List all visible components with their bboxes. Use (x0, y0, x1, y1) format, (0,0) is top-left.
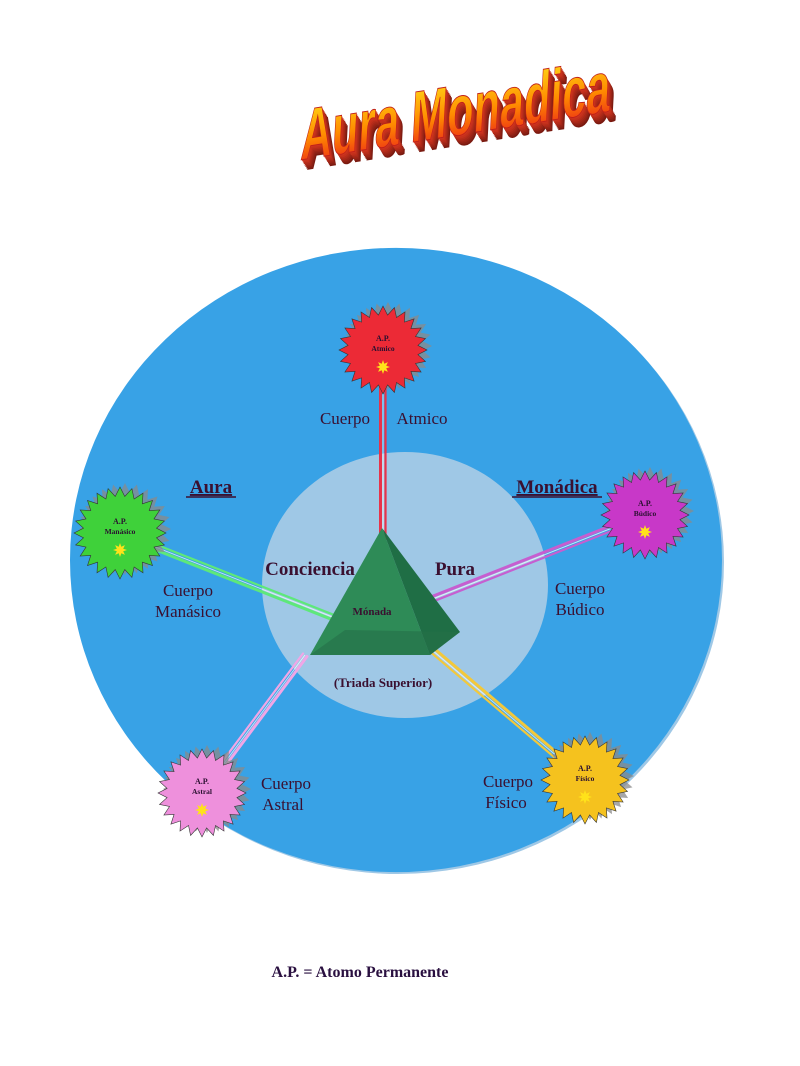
atom-name-manasico: Manásico (105, 527, 136, 536)
atom-core-fisico (578, 790, 592, 804)
svg-text:Cuerpo: Cuerpo (163, 581, 213, 600)
svg-text:Físico: Físico (485, 793, 527, 812)
atom-core-atmico (376, 360, 390, 374)
svg-text:Atmico: Atmico (397, 409, 448, 428)
svg-text:Cuerpo: Cuerpo (320, 409, 370, 428)
body-label-manasico: Cuerpo Manásico (155, 581, 221, 621)
atom-name-budico: Búdico (634, 509, 657, 518)
atom-name-astral: Astral (192, 787, 212, 796)
monada-pyramid: Mónada (310, 528, 460, 655)
atom-star-fisico: A.P.Físico (540, 732, 634, 825)
atom-ap-manasico: A.P. (113, 517, 127, 526)
ring-body (69, 247, 722, 873)
atom-ap-budico: A.P. (638, 499, 652, 508)
title-extrusion: Aura Monadica Aura Monadica Aura Monadic… (300, 47, 619, 186)
atom-ap-fisico: A.P. (578, 764, 592, 773)
atom-ap-astral: A.P. (195, 777, 209, 786)
body-label-astral: Cuerpo Astral (261, 774, 311, 814)
body-label-fisico: Cuerpo Físico (483, 772, 533, 812)
atom-core-budico (638, 525, 652, 539)
atom-star-atmico: A.P.Atmico (338, 302, 432, 395)
svg-text:Cuerpo: Cuerpo (261, 774, 311, 793)
ring-label-monadica: Monádica (516, 477, 598, 498)
atom-star-astral: A.P.Astral (157, 745, 251, 838)
legend: A.P. = Atomo Permanente (272, 964, 449, 981)
body-label-budico: Cuerpo Búdico (555, 579, 605, 619)
atom-name-atmico: Atmico (371, 344, 395, 353)
svg-text:Cuerpo: Cuerpo (555, 579, 605, 598)
atom-core-astral (195, 803, 209, 817)
svg-text:Manásico: Manásico (155, 602, 221, 621)
svg-text:Cuerpo: Cuerpo (483, 772, 533, 791)
ring-label-aura: Aura (190, 477, 233, 498)
center-caption: (Triada Superior) (334, 675, 432, 690)
body-label-atmico: Cuerpo Atmico (320, 409, 448, 428)
atom-ap-atmico: A.P. (376, 334, 390, 343)
center-right-word: Pura (435, 559, 476, 580)
title: Aura Monadica Aura Monadica Aura Monadic… (299, 45, 619, 186)
center-left-word: Conciencia (265, 559, 355, 580)
svg-text:Búdico: Búdico (555, 600, 604, 619)
atoms: A.P.AtmicoA.P.ManásicoA.P.BúdicoA.P.Astr… (73, 302, 694, 838)
svg-text:Astral: Astral (262, 795, 304, 814)
atom-name-fisico: Físico (576, 774, 595, 783)
pyramid-label: Mónada (352, 606, 392, 618)
atom-star-manasico: A.P.Manásico (73, 483, 171, 580)
atom-core-manasico (113, 543, 127, 557)
atom-star-budico: A.P.Búdico (600, 467, 694, 560)
